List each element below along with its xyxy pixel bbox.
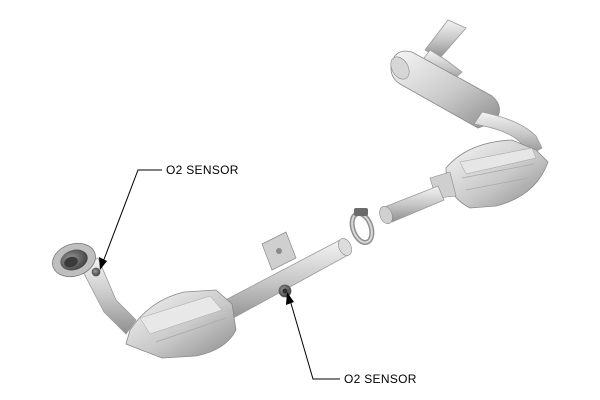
inlet-flange: [52, 242, 96, 278]
rear-outlet-pipe: [379, 185, 445, 225]
exhaust-clamp: [349, 208, 375, 245]
leader-line-downstream: [286, 292, 340, 380]
leader-line-upstream: [99, 169, 162, 270]
rear-catalytic-converter: [429, 139, 549, 209]
o2-sensor-callout-upstream: O2 SENSOR: [166, 163, 239, 177]
resonator: [390, 50, 500, 129]
o2-sensor-port-upstream: [91, 267, 101, 277]
front-catalytic-converter: [125, 289, 237, 359]
o2-sensor-callout-downstream: O2 SENSOR: [344, 372, 417, 386]
front-inlet-pipe: [77, 257, 137, 335]
mounting-bracket: [261, 231, 297, 271]
